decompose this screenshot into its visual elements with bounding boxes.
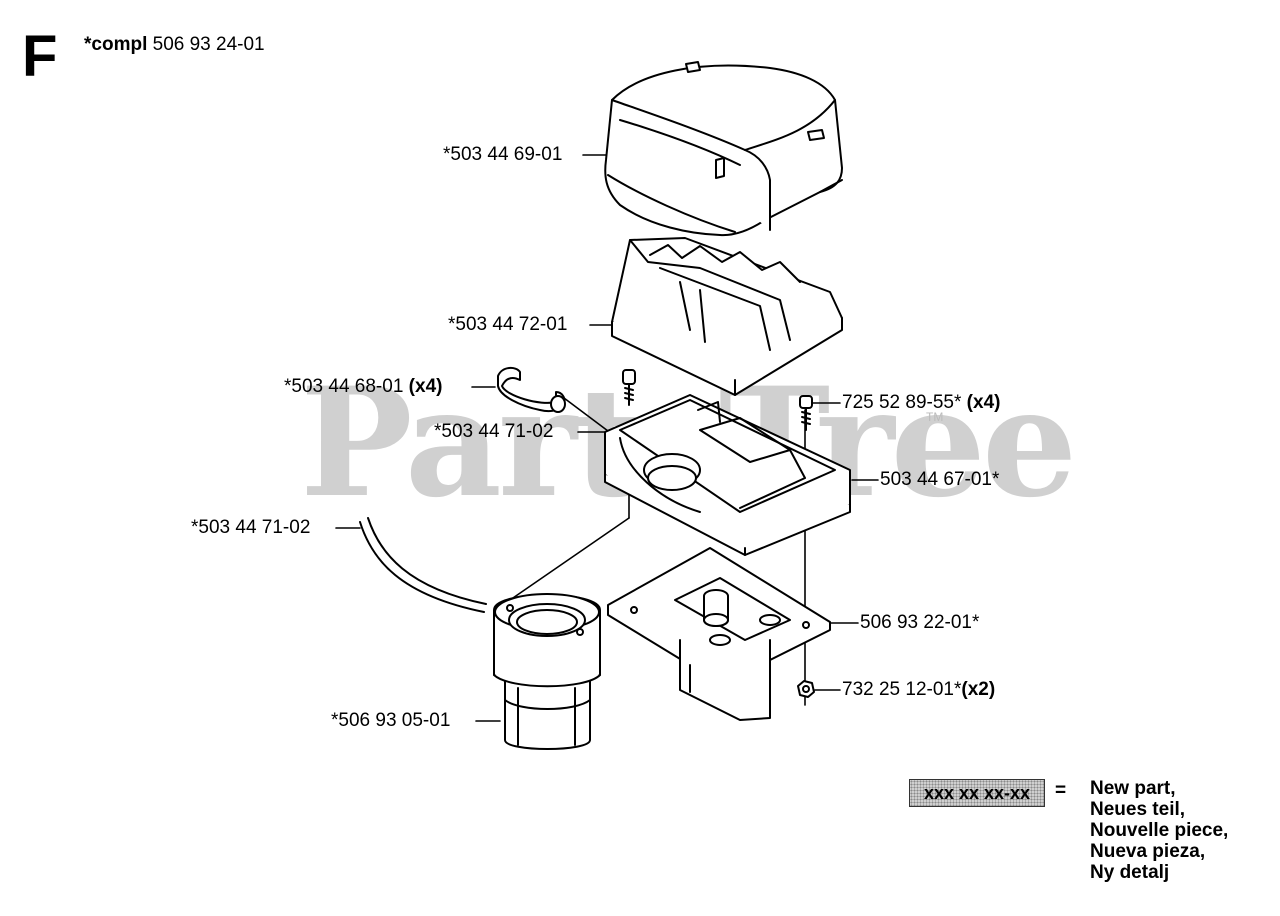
callout-text: *503 44 69-01: [443, 144, 563, 165]
callout-filter: *503 44 72-01: [448, 314, 567, 336]
prefilter-part: [493, 593, 601, 750]
callout-bracket: 506 93 22-01*: [860, 612, 979, 634]
callout-hose: *503 44 71-02: [191, 517, 310, 539]
callout-prefilter: *506 93 05-01: [331, 710, 450, 732]
legend-equals: =: [1055, 780, 1067, 801]
callout-seal: *503 44 71-02: [434, 421, 553, 443]
legend-line: New part,: [1090, 778, 1176, 799]
callout-nut: 732 25 12-01*(x2): [842, 679, 995, 701]
callout-text: 725 52 89-55*: [842, 392, 962, 413]
callout-text: 732 25 12-01*: [842, 679, 962, 700]
callout-text: 506 93 22-01*: [860, 612, 980, 633]
legend-new-part-swatch: xxx xx xx-xx: [909, 779, 1045, 807]
cover-part: [604, 61, 843, 237]
legend-line: Nueva pieza,: [1090, 841, 1206, 862]
callout-clip: *503 44 68-01 (x4): [284, 376, 442, 398]
complete-assembly-prefix: *compl: [84, 34, 148, 55]
callout-base: 503 44 67-01*: [880, 469, 999, 491]
bracket-part: [607, 547, 831, 721]
callout-screw: 725 52 89-55* (x4): [842, 392, 1000, 414]
watermark-tm: TM: [926, 410, 944, 424]
callout-text: *506 93 05-01: [331, 710, 451, 731]
callout-text: 503 44 67-01*: [880, 469, 1000, 490]
legend-line: Nouvelle piece,: [1090, 820, 1229, 841]
legend-line: Ny detalj: [1090, 862, 1170, 883]
complete-assembly-label: *compl 506 93 24-01: [84, 34, 265, 56]
callout-cover: *503 44 69-01: [443, 144, 562, 166]
callout-text: *503 44 71-02: [434, 421, 554, 442]
hose-part: [359, 517, 487, 613]
screw-right-part: [799, 395, 813, 431]
callout-text: *503 44 71-02: [191, 517, 311, 538]
callout-text: *503 44 72-01: [448, 314, 568, 335]
screw-left-part: [622, 369, 636, 406]
clip-part: [497, 366, 566, 413]
callout-text: *503 44 68-01: [284, 376, 404, 397]
callout-qty: (x4): [408, 376, 443, 397]
legend-line: Neues teil,: [1090, 799, 1186, 820]
complete-assembly-part: 506 93 24-01: [152, 34, 265, 55]
filter-element-part: [611, 237, 843, 396]
base-plate-part: [604, 394, 851, 556]
nut-part: [797, 680, 815, 698]
legend-text: New part, Neues teil, Nouvelle piece, Nu…: [1090, 778, 1228, 883]
callout-qty: (x4): [966, 392, 1001, 413]
callout-qty: (x2): [961, 679, 996, 700]
section-letter: F: [22, 24, 58, 89]
